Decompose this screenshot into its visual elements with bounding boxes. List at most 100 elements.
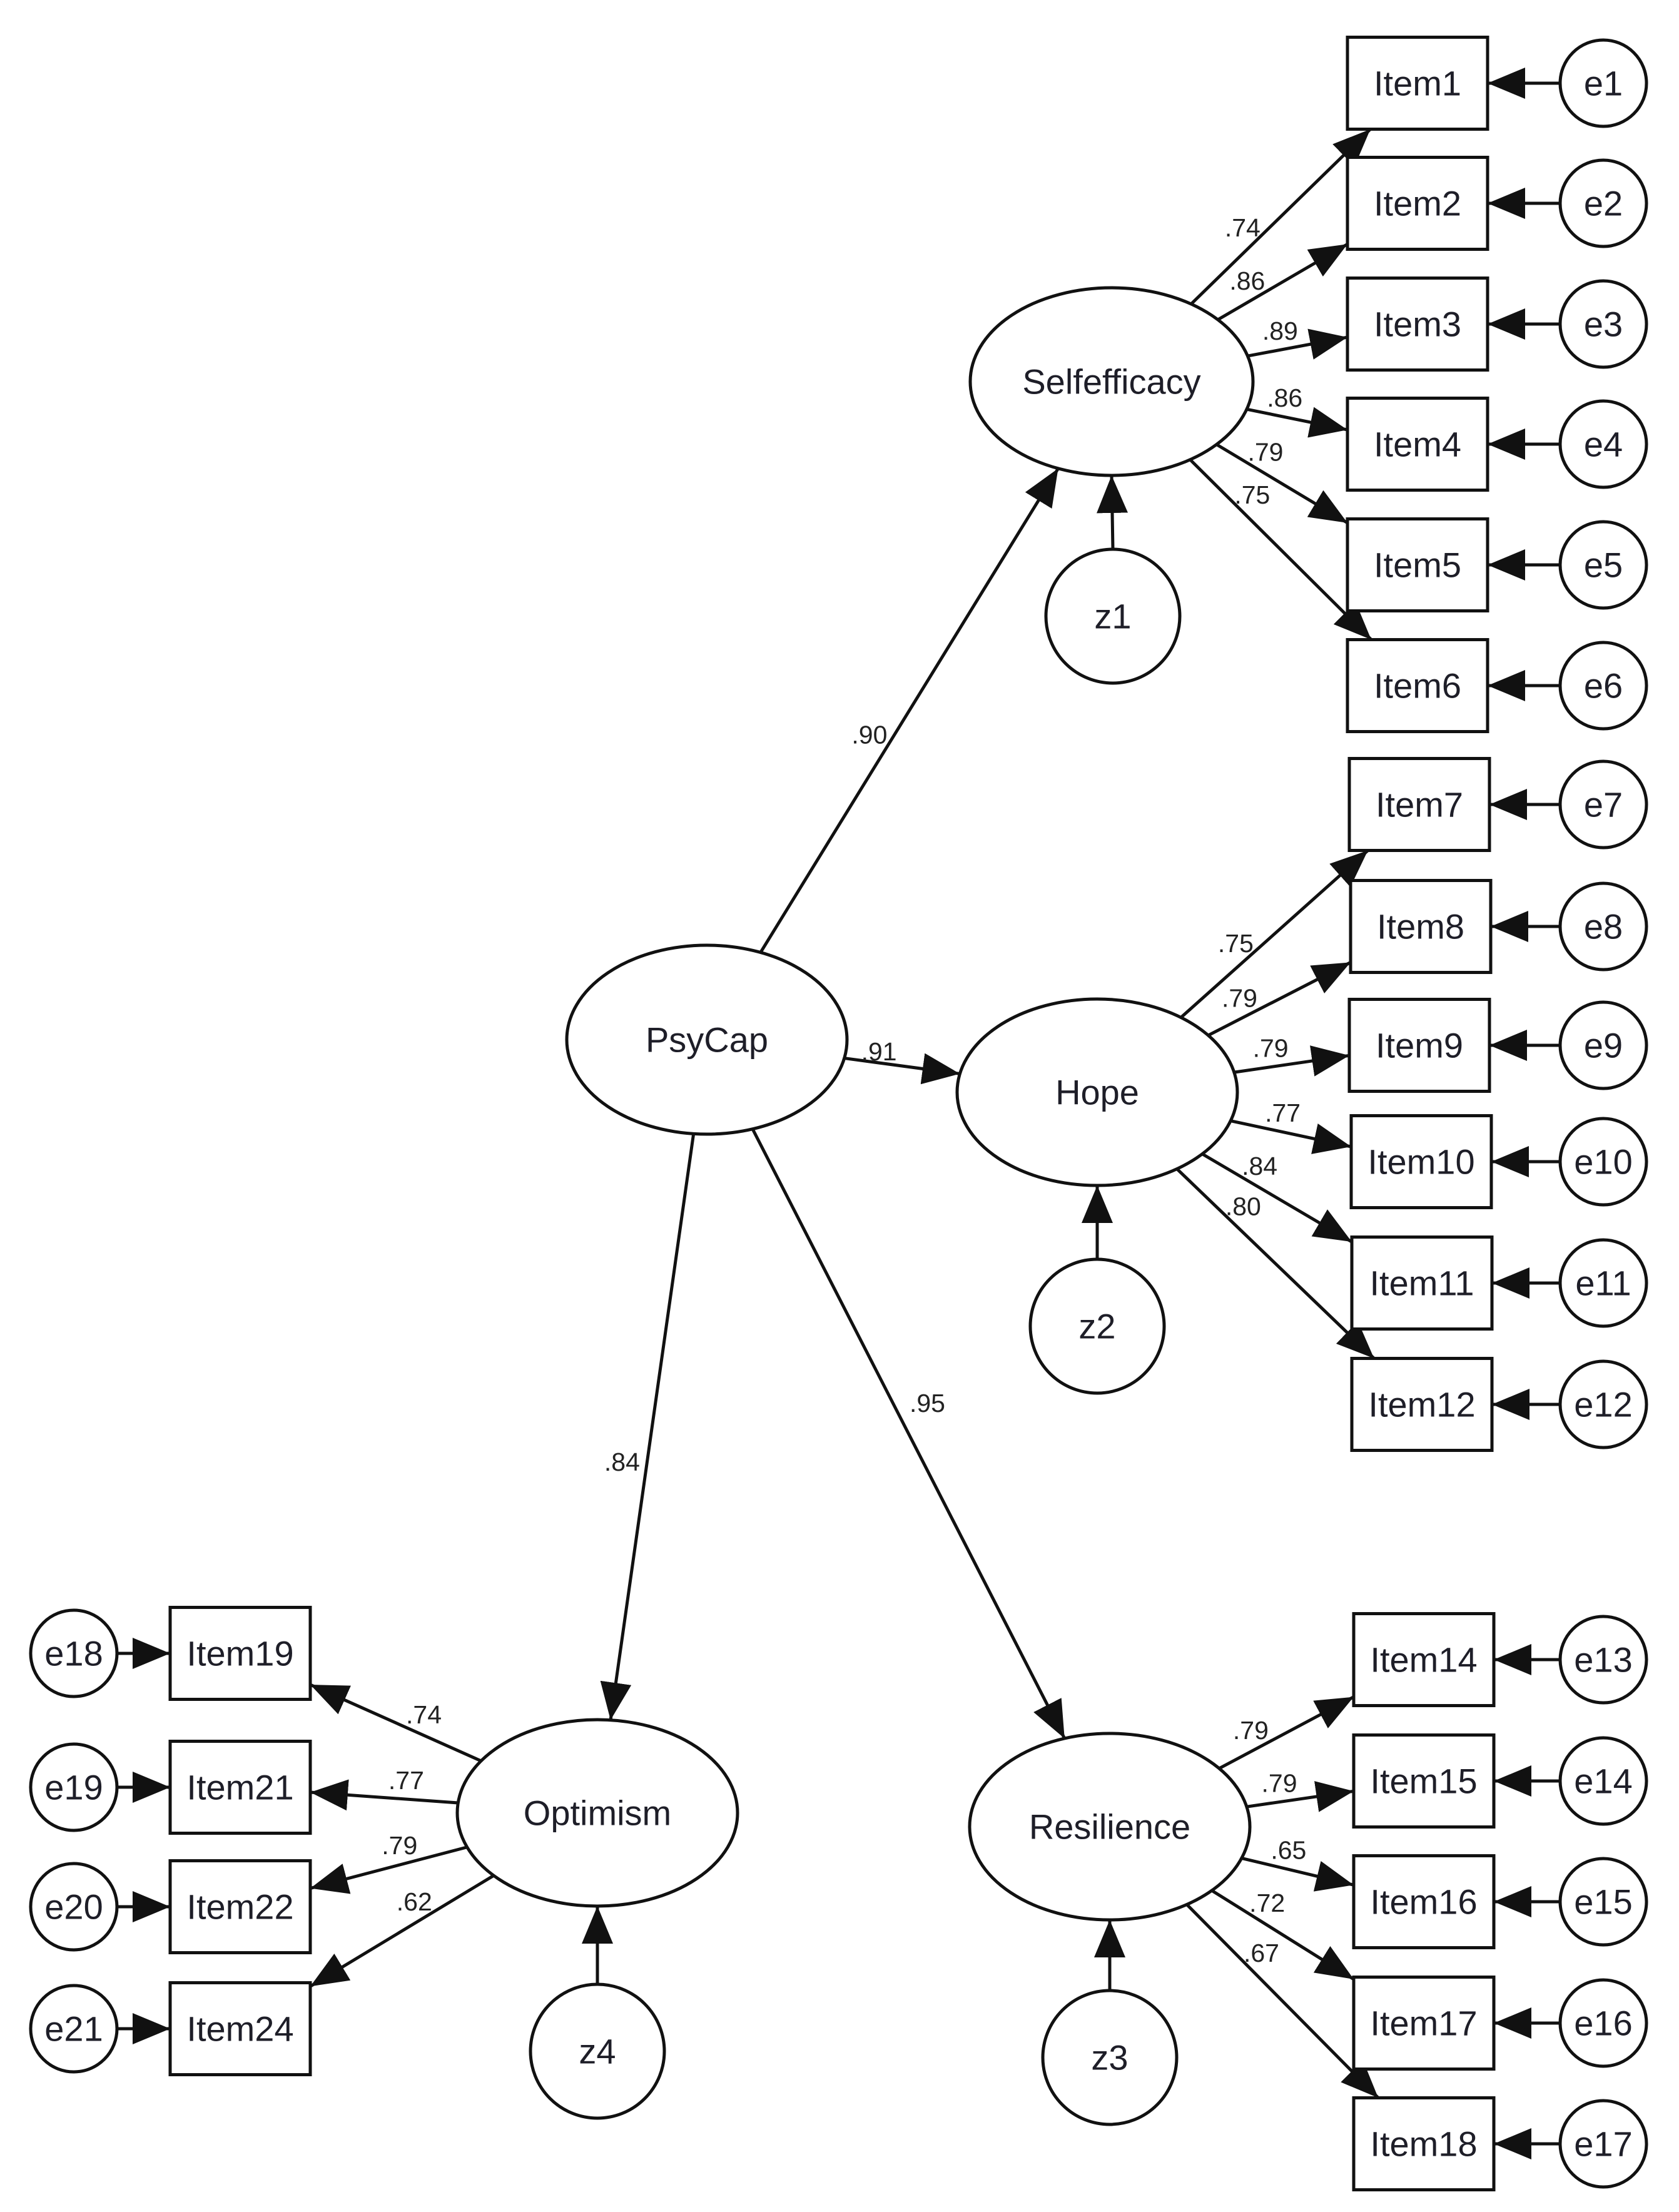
- error-term-e10: [1558, 1117, 1648, 1207]
- indicator-loading-item22: .79: [382, 1831, 417, 1860]
- error-label-e14: e14: [1574, 1762, 1632, 1801]
- indicator-loading-item2: .86: [1229, 266, 1265, 295]
- latent-factor-psycap: [565, 943, 849, 1136]
- indicator-box-item24: [168, 1981, 312, 2076]
- indicator-box-item12: [1350, 1357, 1494, 1452]
- indicator-box-item3: [1346, 276, 1489, 372]
- indicator-label-item5: Item5: [1374, 545, 1461, 585]
- error-term-e19: [29, 1742, 119, 1832]
- loading-arrow-item8: [1207, 961, 1352, 1037]
- error-term-e5: [1558, 520, 1648, 610]
- loading-arrow-item24: [309, 1874, 495, 1988]
- error-term-e17: [1558, 2099, 1648, 2189]
- loading-arrow-item4: [1246, 407, 1348, 438]
- latent-factor-optimism: [455, 1718, 739, 1908]
- error-label-e4: e4: [1584, 425, 1623, 464]
- indicator-box-item4: [1346, 397, 1489, 492]
- indicator-loading-item16: .65: [1271, 1835, 1306, 1864]
- loading-arrow-item21: [310, 1779, 459, 1811]
- error-label-e19: e19: [44, 1768, 103, 1807]
- disturbance-z3: [1041, 1989, 1179, 2126]
- error-term-e21: [29, 1984, 119, 2074]
- indicator-label-item14: Item14: [1370, 1640, 1477, 1680]
- error-label-e20: e20: [44, 1887, 103, 1927]
- indicator-label-item17: Item17: [1370, 2004, 1477, 2043]
- loading-arrow-item10: [1230, 1119, 1352, 1154]
- error-term-e7: [1558, 759, 1648, 850]
- error-label-e6: e6: [1584, 666, 1623, 706]
- indicator-label-item15: Item15: [1370, 1762, 1477, 1801]
- indicator-box-item1: [1346, 36, 1489, 131]
- error-term-e4: [1558, 399, 1648, 489]
- indicator-loading-item11: .84: [1242, 1152, 1277, 1180]
- disturbance-z1: [1044, 547, 1182, 685]
- indicator-label-item16: Item16: [1370, 1882, 1477, 1922]
- indicator-box-item16: [1352, 1854, 1496, 1949]
- indicator-label-item12: Item12: [1368, 1385, 1475, 1424]
- indicator-loading-item3: .89: [1262, 317, 1298, 345]
- error-term-e1: [1558, 38, 1648, 128]
- indicator-box-item7: [1347, 757, 1491, 852]
- indicator-box-item5: [1346, 517, 1489, 612]
- loading-arrow-item14: [1218, 1695, 1355, 1770]
- indicator-box-item10: [1349, 1114, 1493, 1209]
- indicator-loading-item18: .67: [1244, 1939, 1279, 1967]
- loading-arrow-item5: [1215, 443, 1349, 525]
- error-term-e12: [1558, 1359, 1648, 1449]
- indicator-label-item21: Item21: [186, 1768, 293, 1807]
- loading-arrow-item18: [1185, 1903, 1380, 2099]
- loading-arrow-item11: [1201, 1152, 1353, 1244]
- loading-arrow-item2: [1217, 243, 1349, 322]
- structural-path-resilience: [751, 1128, 1067, 1740]
- indicator-loading-item24: .62: [397, 1887, 432, 1916]
- indicator-label-item6: Item6: [1374, 666, 1461, 706]
- error-label-e15: e15: [1574, 1882, 1632, 1922]
- latent-factor-resilience: [968, 1732, 1252, 1922]
- error-label-e1: e1: [1584, 64, 1623, 103]
- disturbance-z4: [529, 1982, 666, 2120]
- error-term-e11: [1558, 1238, 1648, 1328]
- error-label-e8: e8: [1584, 907, 1623, 946]
- loading-arrow-item12: [1175, 1167, 1376, 1360]
- indicator-loading-item12: .80: [1225, 1192, 1261, 1221]
- loading-arrow-item9: [1234, 1045, 1350, 1077]
- indicator-label-item19: Item19: [186, 1634, 293, 1673]
- indicator-label-item3: Item3: [1374, 305, 1461, 344]
- loading-arrow-item3: [1247, 328, 1348, 360]
- indicator-loading-item10: .77: [1265, 1098, 1301, 1127]
- error-term-e13: [1558, 1615, 1648, 1705]
- indicator-box-item11: [1350, 1235, 1494, 1331]
- indicator-label-item22: Item22: [186, 1887, 293, 1927]
- structural-loading-hope: .91: [861, 1037, 897, 1066]
- error-term-e6: [1558, 641, 1648, 731]
- loading-arrow-item16: [1241, 1856, 1354, 1892]
- indicator-loading-item8: .79: [1222, 984, 1257, 1013]
- error-label-e2: e2: [1584, 184, 1623, 223]
- error-label-e3: e3: [1584, 305, 1623, 344]
- indicator-label-item7: Item7: [1376, 785, 1463, 824]
- error-label-e12: e12: [1574, 1385, 1632, 1424]
- indicator-label-item8: Item8: [1377, 907, 1464, 946]
- error-label-e9: e9: [1584, 1026, 1623, 1065]
- structural-path-hope: [844, 1053, 960, 1085]
- loading-arrow-item22: [310, 1845, 468, 1894]
- indicator-box-item19: [168, 1606, 312, 1701]
- indicator-label-item9: Item9: [1376, 1026, 1463, 1065]
- structural-loading-selfefficacy: .90: [851, 720, 887, 749]
- latent-factor-label-selfefficacy: Selfefficacy: [1022, 362, 1200, 402]
- indicator-loading-item14: .79: [1233, 1716, 1269, 1745]
- error-label-e7: e7: [1584, 785, 1623, 824]
- indicator-box-item6: [1346, 638, 1489, 733]
- indicator-label-item11: Item11: [1369, 1264, 1474, 1303]
- disturbance-label-z3: z3: [1091, 2038, 1128, 2078]
- disturbance-label-z1: z1: [1094, 597, 1131, 636]
- error-term-e3: [1558, 279, 1648, 369]
- loading-arrow-item17: [1210, 1889, 1355, 1981]
- indicator-box-item8: [1349, 879, 1493, 974]
- error-label-e21: e21: [44, 2009, 103, 2049]
- error-term-e2: [1558, 158, 1648, 248]
- error-term-e15: [1558, 1857, 1648, 1947]
- indicator-label-item18: Item18: [1370, 2124, 1477, 2164]
